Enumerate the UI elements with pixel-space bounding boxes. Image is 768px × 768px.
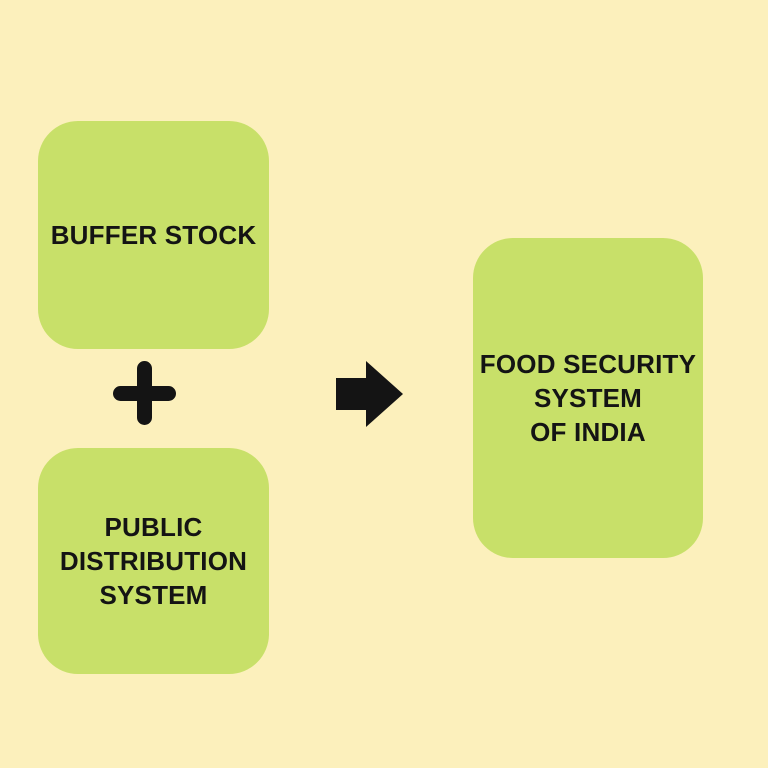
food-security-system-label: FOOD SECURITY SYSTEM OF INDIA: [480, 347, 696, 449]
public-distribution-system-label: PUBLIC DISTRIBUTION SYSTEM: [60, 510, 247, 612]
label-line: DISTRIBUTION: [59, 546, 248, 576]
label-line: PUBLIC: [104, 512, 203, 542]
label-line: FOOD SECURITY: [479, 349, 697, 379]
box-public-distribution-system: PUBLIC DISTRIBUTION SYSTEM: [38, 448, 269, 674]
label-line: BUFFER STOCK: [50, 220, 257, 250]
plus-icon: [113, 361, 176, 425]
arrow-right-icon: [336, 361, 403, 427]
label-line: SYSTEM: [533, 383, 643, 413]
box-food-security-system: FOOD SECURITY SYSTEM OF INDIA: [473, 238, 703, 558]
label-line: OF INDIA: [530, 417, 646, 447]
label-line: SYSTEM: [99, 580, 208, 610]
box-buffer-stock: BUFFER STOCK: [38, 121, 269, 349]
buffer-stock-label: BUFFER STOCK: [51, 218, 257, 252]
